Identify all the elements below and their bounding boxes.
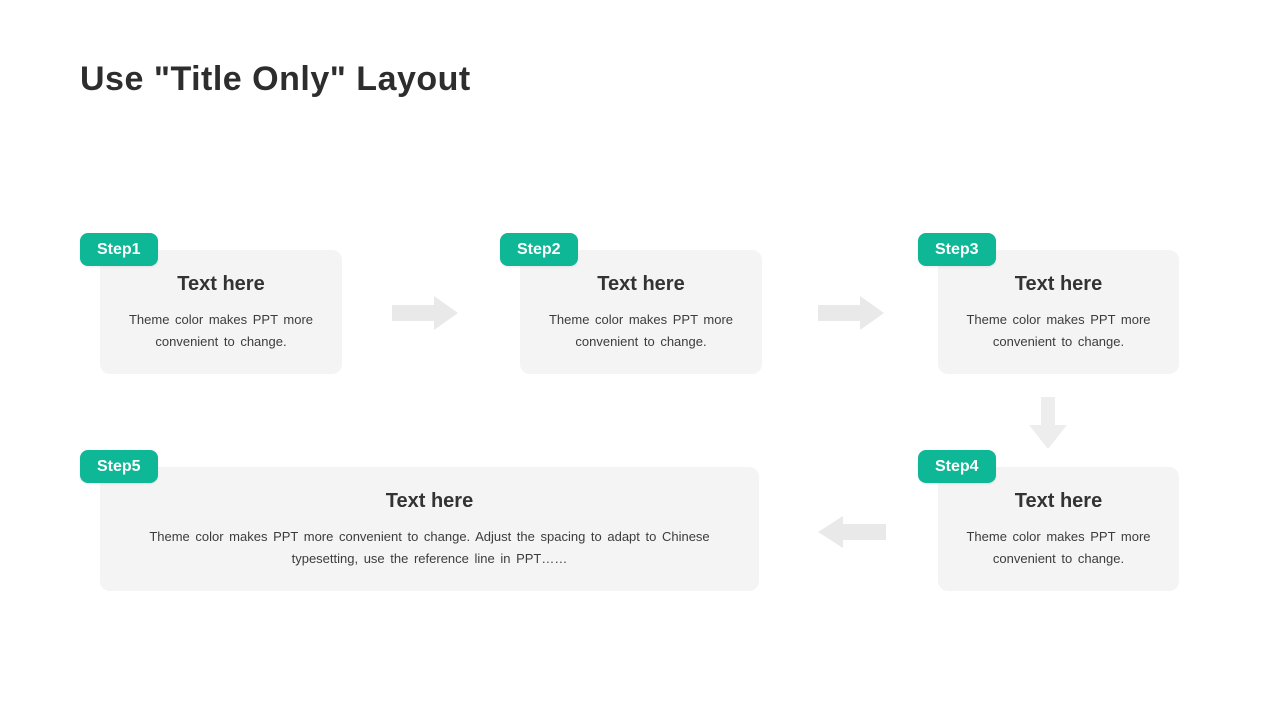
step-badge-2: Step2	[500, 233, 578, 267]
step-card-2-heading: Text here	[597, 273, 685, 295]
step-badge-5: Step5	[80, 450, 158, 484]
step-card-4: Step4 Text here Theme color makes PPT mo…	[918, 450, 1179, 591]
arrow-right-icon	[392, 296, 458, 330]
step-badge-3: Step3	[918, 233, 996, 267]
arrow-down-icon	[1029, 397, 1067, 449]
step-card-3-body: Theme color makes PPT more convenient to…	[966, 312, 1151, 349]
step-card-1-heading: Text here	[177, 273, 265, 295]
step-card-5: Step5 Text here Theme color makes PPT mo…	[80, 450, 759, 591]
step-card-4-heading: Text here	[1014, 490, 1103, 512]
step-card-5-body: Theme color makes PPT more convenient to…	[149, 529, 710, 566]
step-card-2: Step2 Text here Theme color makes PPT mo…	[500, 233, 762, 374]
step-badge-4: Step4	[918, 450, 996, 484]
step-card-3: Step3 Text here Theme color makes PPT mo…	[918, 233, 1179, 374]
step-badge-1: Step1	[80, 233, 158, 267]
step-card-4-body: Theme color makes PPT more convenient to…	[966, 529, 1151, 566]
step-card-1-body: Theme color makes PPT more convenient to…	[128, 312, 314, 349]
step-card-5-heading: Text here	[385, 490, 474, 512]
slide-title: Use "Title Only" Layout	[80, 60, 471, 98]
arrow-left-icon	[818, 516, 886, 548]
step-card-1: Step1 Text here Theme color makes PPT mo…	[80, 233, 342, 374]
step-card-3-heading: Text here	[1014, 273, 1103, 295]
arrow-right-icon	[818, 296, 884, 330]
step-card-2-body: Theme color makes PPT more convenient to…	[548, 312, 734, 349]
